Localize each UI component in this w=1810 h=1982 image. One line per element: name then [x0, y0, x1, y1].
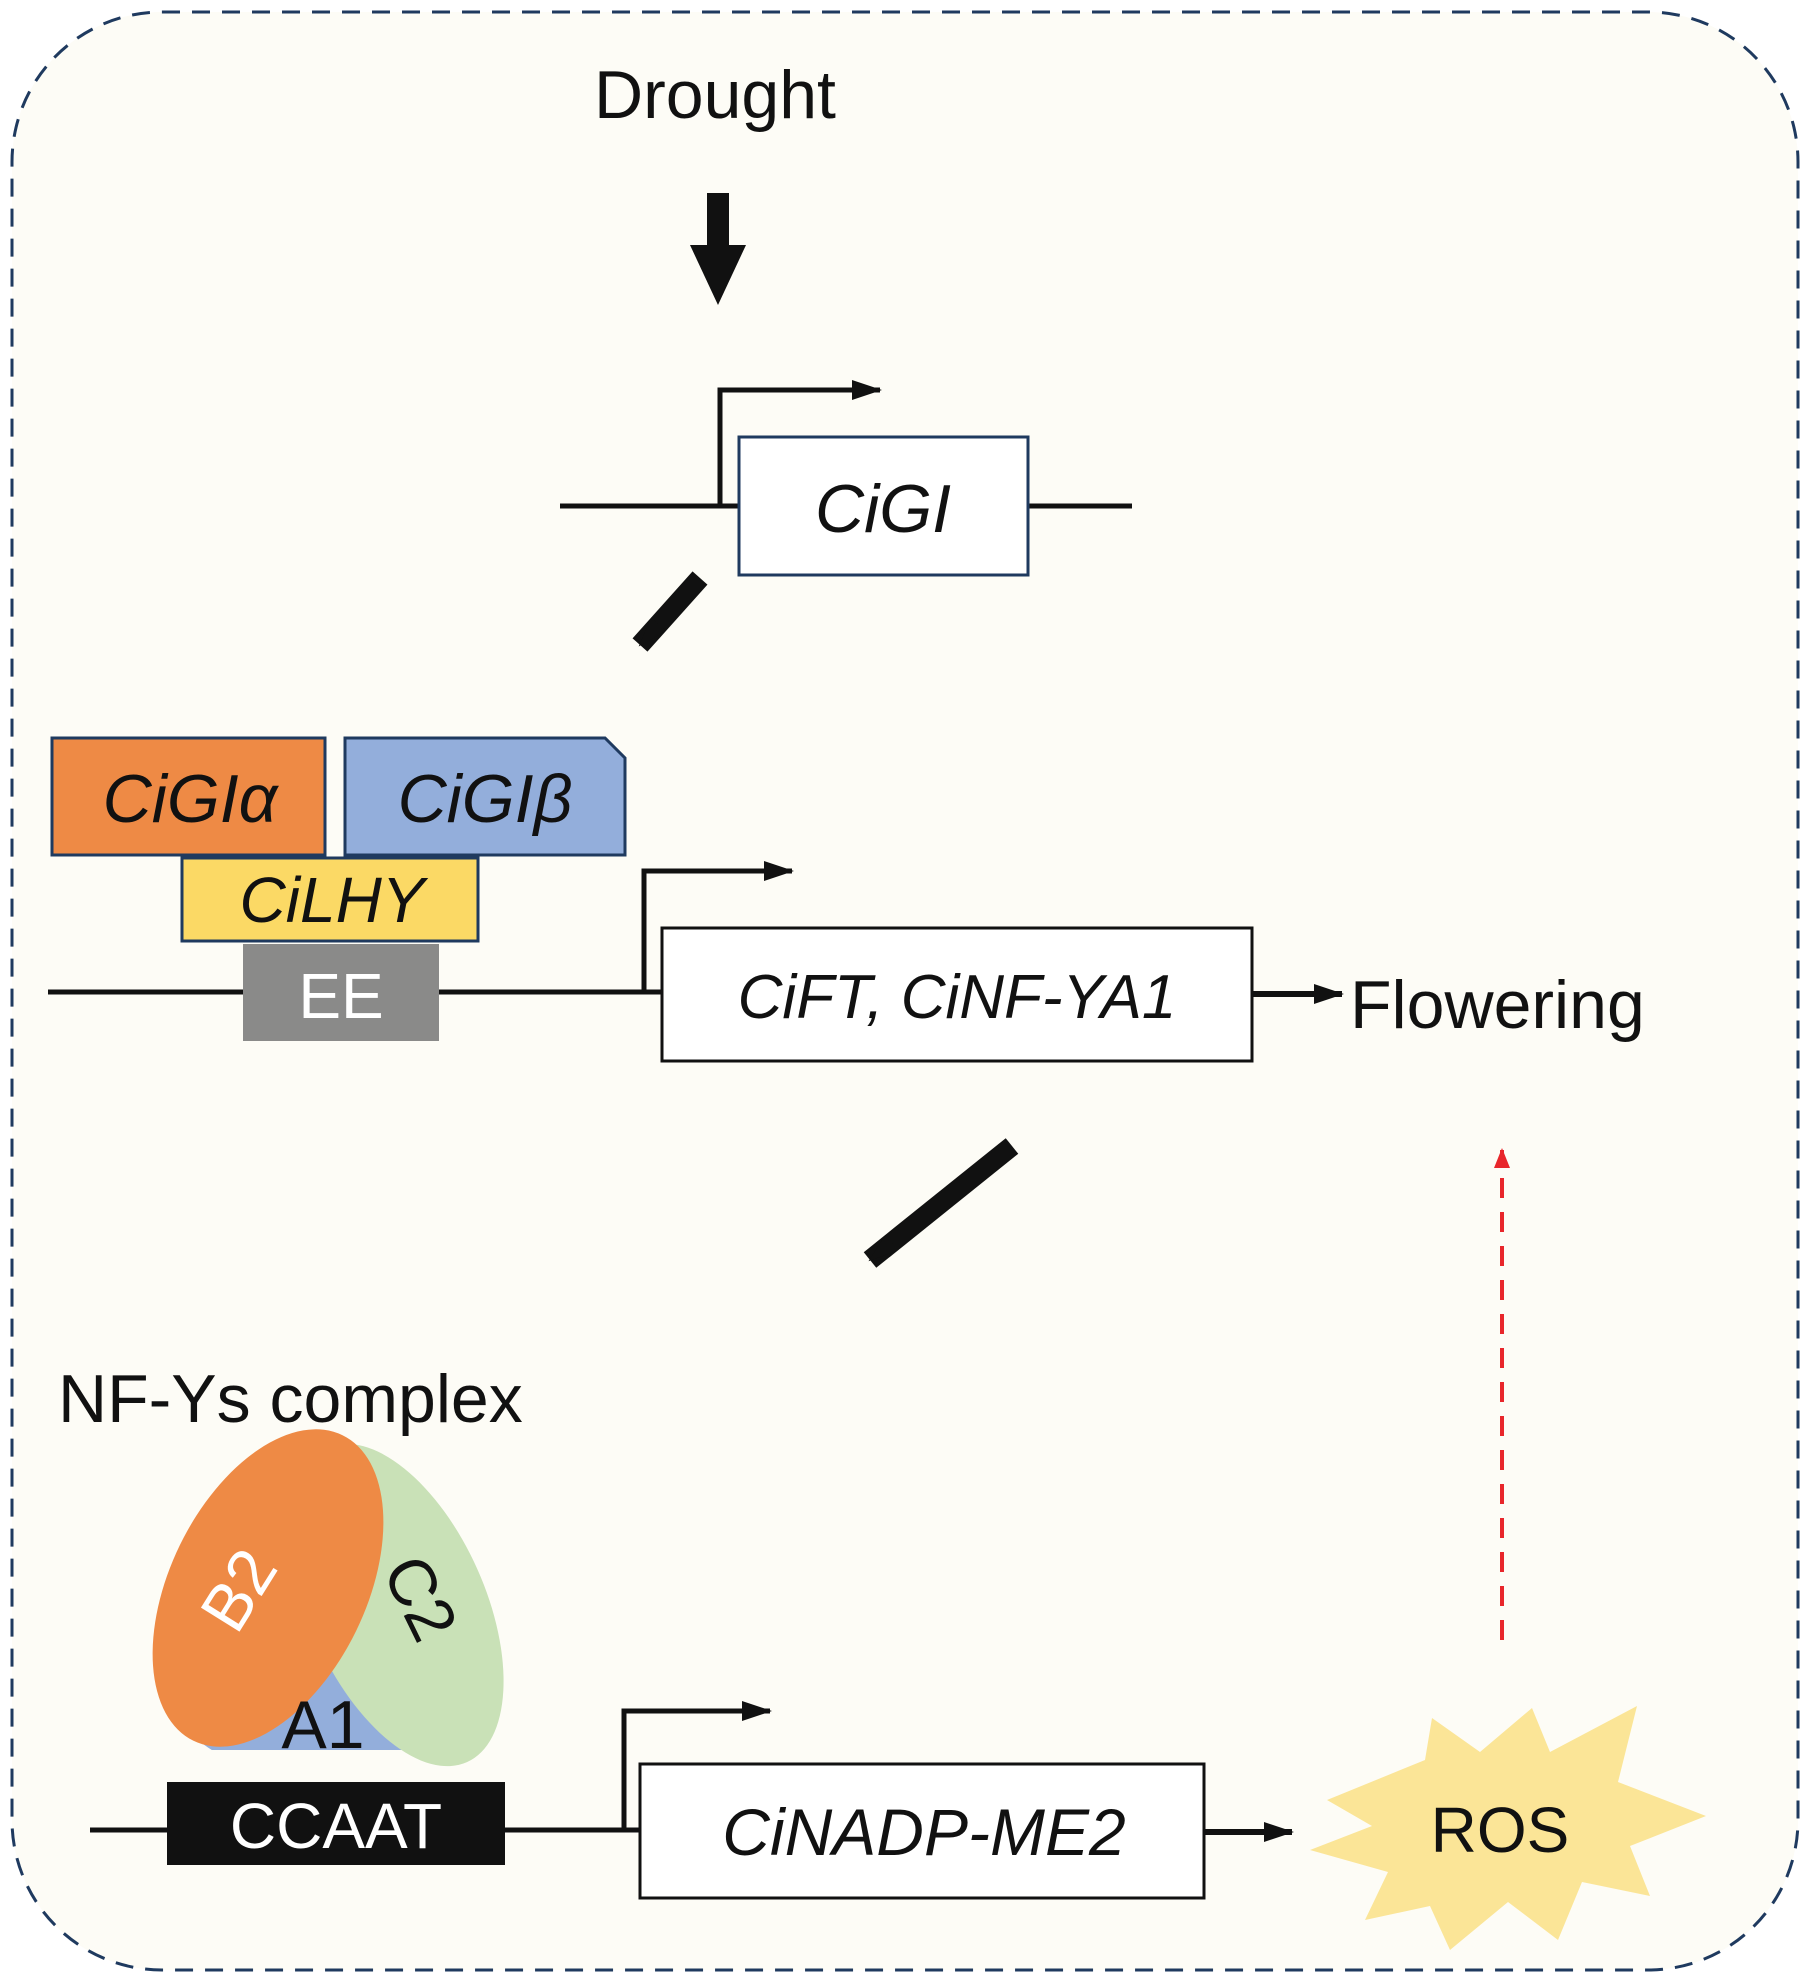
a1-label: A1	[281, 1687, 364, 1763]
nadp-me2-label: CiNADP-ME2	[722, 1795, 1125, 1869]
cigi-beta-label: CiGIβ	[398, 761, 573, 837]
ft-to-complex-arrow	[863, 1138, 1019, 1268]
nfys-complex: B2 C2 A1	[152, 1429, 504, 1767]
nadp-promoter-arrow	[621, 1701, 772, 1830]
cigi-promoter-arrow	[717, 380, 882, 506]
nadp-me2-gene: CiNADP-ME2	[638, 1762, 1206, 1900]
ft-nfya1-gene-box	[660, 926, 1254, 1063]
cigi-alpha-protein: CiGIα	[50, 736, 327, 857]
cilhy-label: CiLHY	[240, 864, 429, 936]
flowering-label: Flowering	[1350, 967, 1645, 1043]
cigi-gene: CiGI	[560, 380, 1132, 577]
cigi-alpha-label: CiGIα	[103, 761, 280, 837]
gi-to-proteins-arrow	[632, 571, 708, 652]
ee-element: EE	[243, 944, 439, 1041]
cilhy-protein: CiLHY	[180, 856, 480, 943]
drought-label: Drought	[594, 57, 836, 133]
cigi-gene-label: CiGI	[815, 471, 951, 547]
drought-down-arrow	[690, 193, 746, 305]
ee-label: EE	[298, 960, 383, 1032]
cigi-beta-protein: CiGIβ	[343, 736, 627, 857]
cigi-gene-box	[737, 435, 1030, 577]
ft-nfya1-gene: CiFT, CiNF-YA1	[660, 926, 1254, 1063]
ft-promoter-arrow	[641, 861, 794, 992]
ccaat-label: CCAAT	[230, 1790, 442, 1862]
ros-burst: ROS	[1310, 1706, 1706, 1950]
ros-burst-shape	[1310, 1706, 1706, 1950]
nadp-me2-gene-box	[638, 1762, 1206, 1900]
ccaat-element: CCAAT	[167, 1782, 505, 1865]
b2-subunit-shape	[152, 1429, 384, 1747]
ft-nfya1-label: CiFT, CiNF-YA1	[738, 963, 1177, 1032]
ros-label: ROS	[1431, 1794, 1570, 1866]
nfys-complex-title: NF-Ys complex	[58, 1361, 523, 1437]
